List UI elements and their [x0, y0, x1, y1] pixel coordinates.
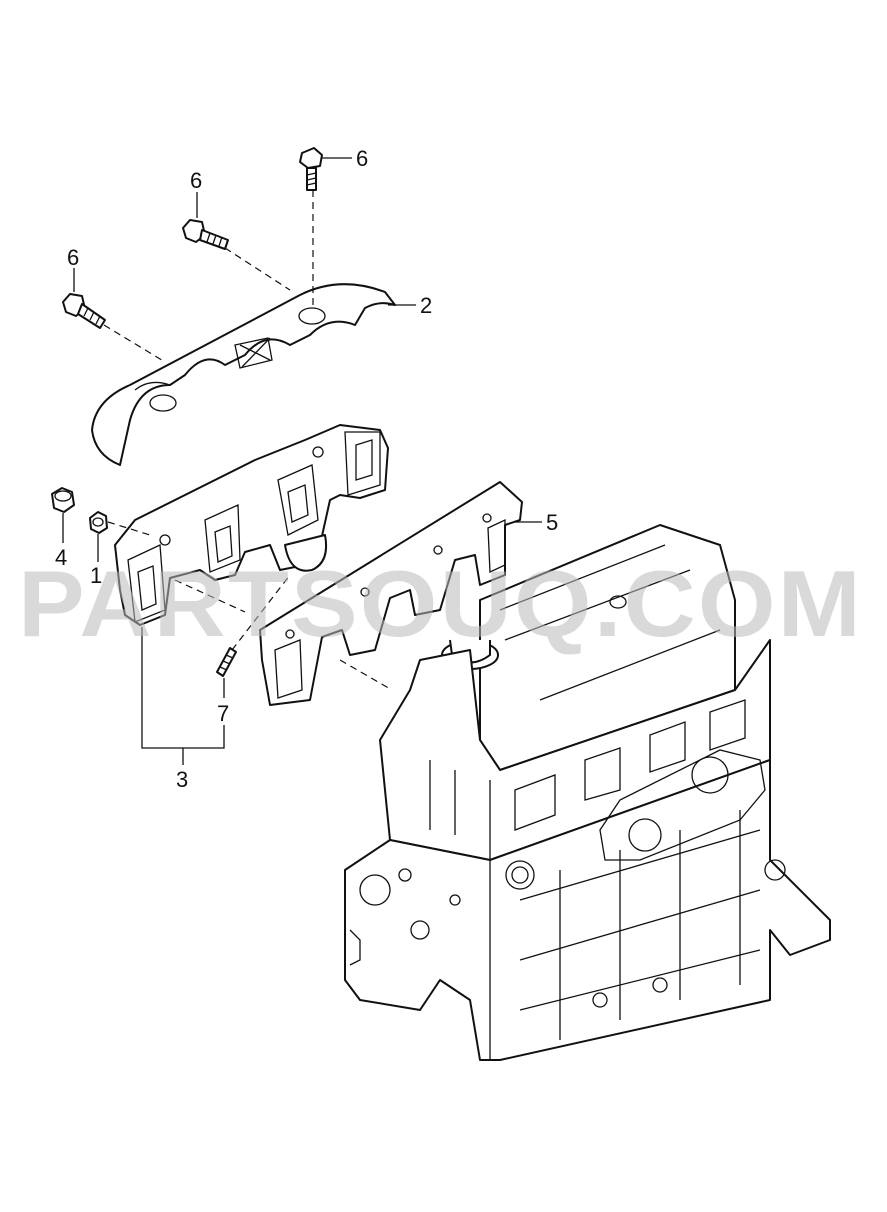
nut-4 [51, 487, 75, 513]
nut-1 [89, 511, 108, 534]
callout-7: 7 [217, 701, 229, 726]
exhaust-manifold [114, 424, 389, 626]
engine-block [344, 524, 831, 1061]
bolt-6-left [62, 293, 106, 329]
bolt-6-middle [182, 219, 229, 250]
stud-7 [216, 647, 237, 677]
callout-2: 2 [420, 293, 432, 318]
heat-shield [91, 283, 396, 466]
callout-4: 4 [55, 545, 67, 570]
callout-6-left: 6 [67, 245, 79, 270]
callout-1: 1 [90, 563, 102, 588]
callout-3: 3 [176, 767, 188, 792]
callout-6-middle: 6 [190, 168, 202, 193]
bolt-6-top [299, 147, 323, 191]
callout-5: 5 [546, 510, 558, 535]
callouts: 6 6 6 2 5 4 1 7 3 [55, 146, 558, 792]
leader-lines [62, 157, 542, 765]
watermark: PARTSOUQ.COM [18, 551, 863, 656]
callout-6-top: 6 [356, 146, 368, 171]
assembly-lines [103, 190, 393, 691]
